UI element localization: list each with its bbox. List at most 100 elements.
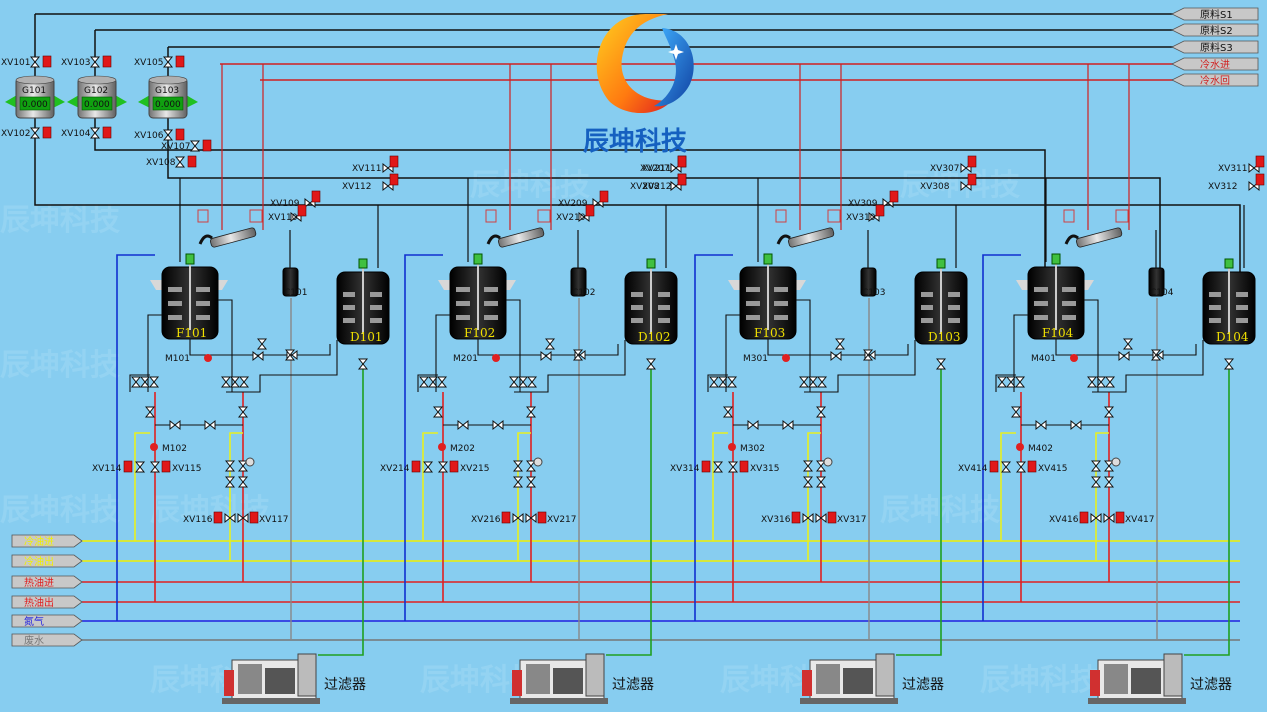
filter-machine[interactable]: 过滤器 (222, 653, 366, 704)
receiver-tank[interactable]: C103 (860, 267, 885, 298)
motor-indicator[interactable] (782, 354, 790, 362)
line-valve[interactable] (1122, 338, 1134, 350)
valve-XV106[interactable] (162, 129, 174, 141)
line-valve[interactable] (540, 350, 552, 362)
drum-D102[interactable]: D102 (624, 258, 678, 345)
line-valve[interactable] (237, 460, 249, 472)
line-valve[interactable] (830, 350, 842, 362)
valve-XV103[interactable] (89, 56, 101, 68)
valve-XV104[interactable] (89, 127, 101, 139)
motor-indicator[interactable] (204, 354, 212, 362)
valve-XV217[interactable] (525, 512, 537, 524)
valve-XV314[interactable] (712, 461, 724, 473)
manifold-valve[interactable] (238, 376, 250, 388)
line-valve[interactable] (492, 419, 504, 431)
manifold-valve[interactable] (816, 376, 828, 388)
valve-XV214[interactable] (422, 461, 434, 473)
valve-XV415[interactable] (1015, 461, 1027, 473)
manifold-valve[interactable] (1104, 376, 1116, 388)
line-valve[interactable] (252, 350, 264, 362)
pump-indicator[interactable] (1016, 443, 1024, 451)
line-valve[interactable] (935, 358, 947, 370)
drum-D104[interactable]: D104 (1202, 258, 1256, 345)
line-valve[interactable] (284, 349, 296, 361)
valve-XV115[interactable] (149, 461, 161, 473)
manifold-valve[interactable] (726, 376, 738, 388)
line-valve[interactable] (1103, 476, 1115, 488)
manifold-valve[interactable] (996, 376, 1008, 388)
manifold-valve[interactable] (1005, 376, 1017, 388)
line-valve[interactable] (169, 419, 181, 431)
line-valve[interactable] (1010, 406, 1022, 418)
line-valve[interactable] (815, 460, 827, 472)
line-valve[interactable] (144, 406, 156, 418)
condenser[interactable] (1063, 209, 1129, 248)
line-valve[interactable] (747, 419, 759, 431)
line-valve[interactable] (512, 460, 524, 472)
manifold-valve[interactable] (526, 376, 538, 388)
line-valve[interactable] (1150, 349, 1162, 361)
filter-machine[interactable]: 过滤器 (1088, 653, 1232, 704)
manifold-valve[interactable] (807, 376, 819, 388)
line-valve[interactable] (1070, 419, 1082, 431)
line-valve[interactable] (862, 349, 874, 361)
valve-XV215[interactable] (437, 461, 449, 473)
line-valve[interactable] (525, 460, 537, 472)
valve-XV316[interactable] (802, 512, 814, 524)
line-valve[interactable] (237, 476, 249, 488)
manifold-valve[interactable] (798, 376, 810, 388)
condenser[interactable] (197, 209, 263, 248)
line-valve[interactable] (802, 460, 814, 472)
valve-XV414[interactable] (1000, 461, 1012, 473)
drum-D101[interactable]: D101 (336, 258, 390, 345)
manifold-valve[interactable] (1086, 376, 1098, 388)
manifold-valve[interactable] (130, 376, 142, 388)
valve-XV317[interactable] (815, 512, 827, 524)
line-valve[interactable] (815, 476, 827, 488)
manifold-valve[interactable] (427, 376, 439, 388)
valve-XV114[interactable] (134, 461, 146, 473)
manifold-valve[interactable] (229, 376, 241, 388)
line-valve[interactable] (1090, 460, 1102, 472)
valve-XV108[interactable] (174, 156, 186, 168)
line-valve[interactable] (512, 476, 524, 488)
valve-XV102[interactable] (29, 127, 41, 139)
pump-indicator[interactable] (728, 443, 736, 451)
valve-XV101[interactable] (29, 56, 41, 68)
manifold-valve[interactable] (708, 376, 720, 388)
line-valve[interactable] (204, 419, 216, 431)
motor-indicator[interactable] (492, 354, 500, 362)
line-valve[interactable] (544, 338, 556, 350)
valve-XV416[interactable] (1090, 512, 1102, 524)
line-valve[interactable] (1118, 350, 1130, 362)
reactor-F101[interactable]: F101 (150, 253, 228, 340)
valve-XV116[interactable] (224, 512, 236, 524)
valve-XV315[interactable] (727, 461, 739, 473)
manifold-valve[interactable] (220, 376, 232, 388)
reactor-F103[interactable]: F103 (728, 253, 806, 340)
condenser[interactable] (775, 209, 841, 248)
pump-indicator[interactable] (438, 443, 446, 451)
manifold-valve[interactable] (1014, 376, 1026, 388)
filter-machine[interactable]: 过滤器 (800, 653, 944, 704)
line-valve[interactable] (237, 406, 249, 418)
pump-indicator[interactable] (150, 443, 158, 451)
line-valve[interactable] (457, 419, 469, 431)
line-valve[interactable] (1223, 358, 1235, 370)
motor-indicator[interactable] (1070, 354, 1078, 362)
line-valve[interactable] (722, 406, 734, 418)
valve-XV417[interactable] (1103, 512, 1115, 524)
line-valve[interactable] (645, 358, 657, 370)
line-valve[interactable] (572, 349, 584, 361)
manifold-valve[interactable] (148, 376, 160, 388)
line-valve[interactable] (802, 476, 814, 488)
line-valve[interactable] (357, 358, 369, 370)
manifold-valve[interactable] (508, 376, 520, 388)
receiver-tank[interactable]: C104 (1148, 267, 1174, 298)
valve-XV105[interactable] (162, 56, 174, 68)
reactor-F102[interactable]: F102 (438, 253, 516, 340)
line-valve[interactable] (224, 476, 236, 488)
